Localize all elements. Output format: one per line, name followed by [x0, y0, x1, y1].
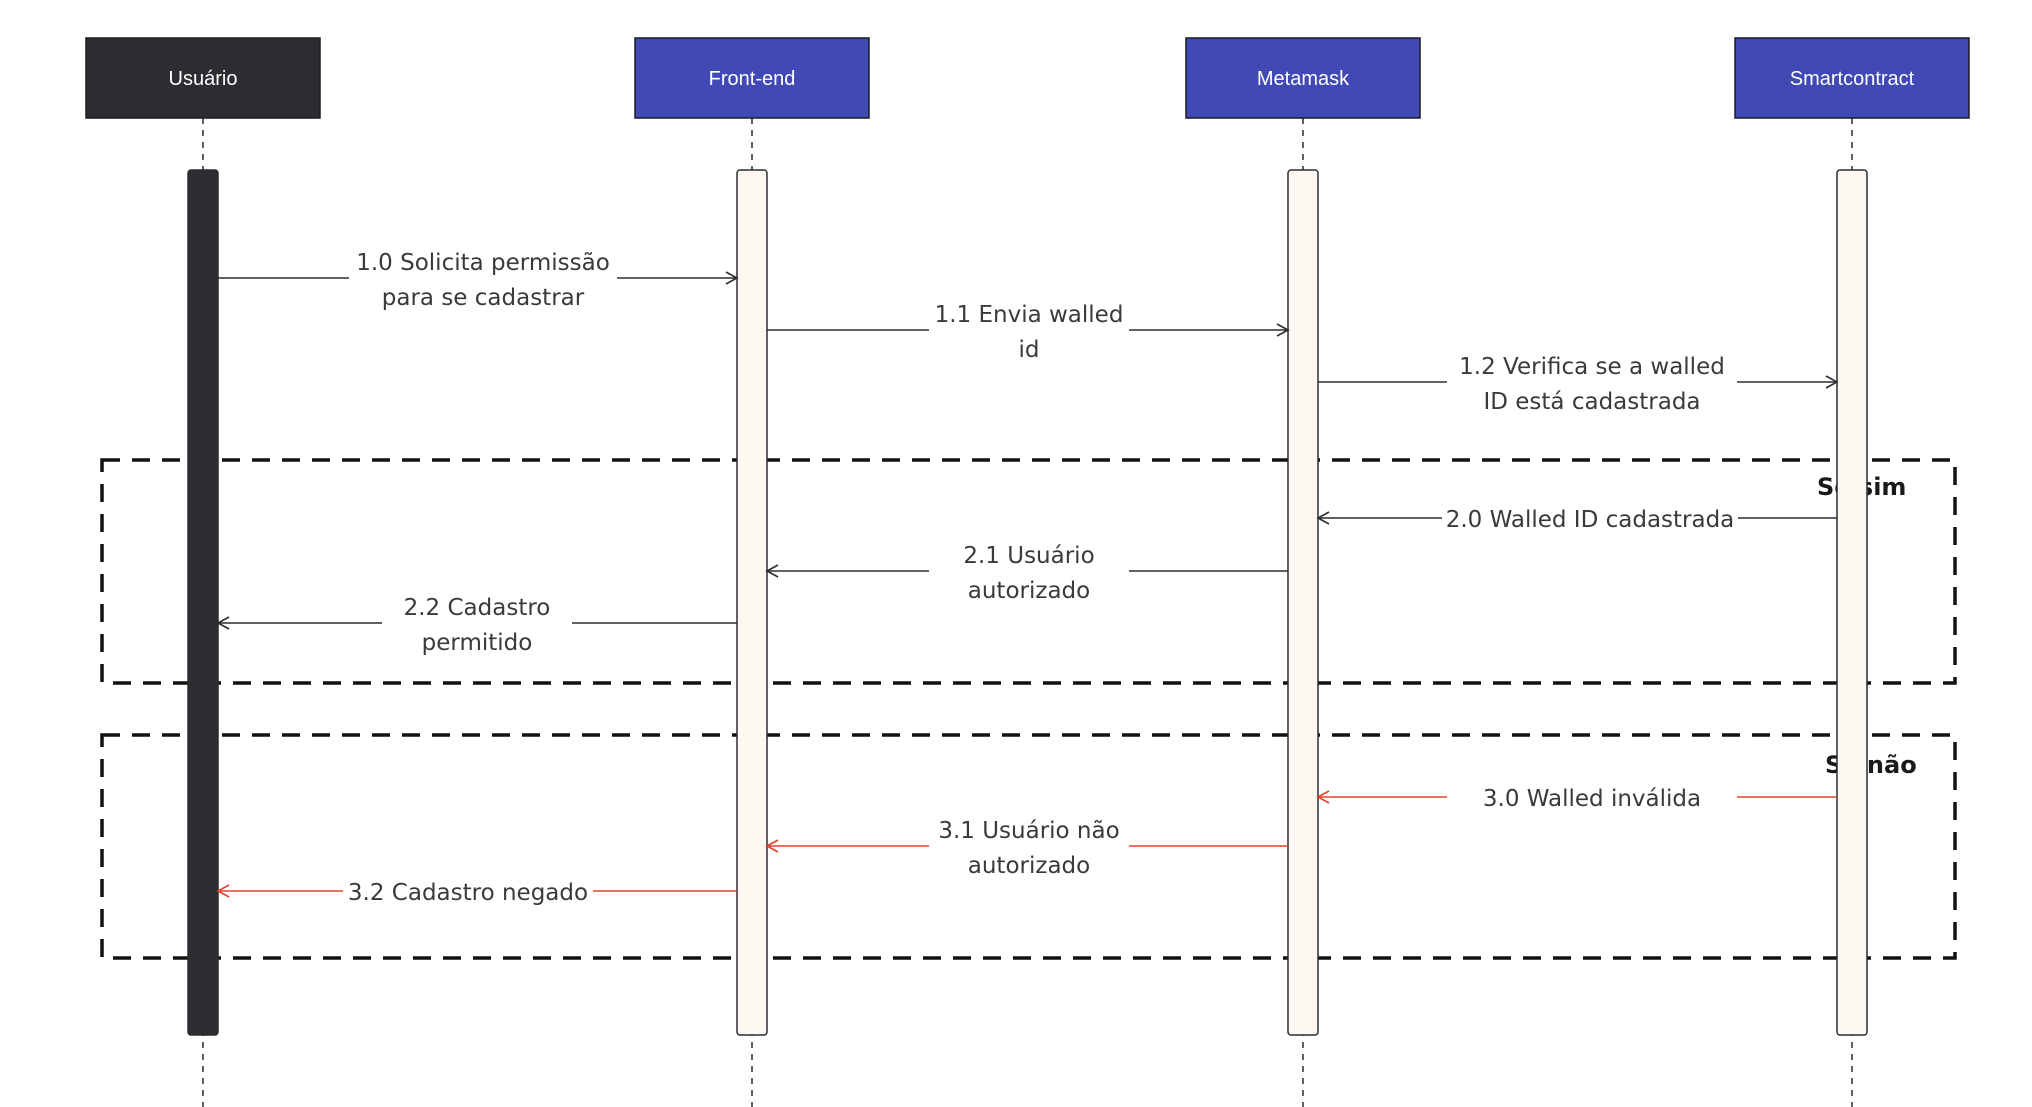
actors-layer: Usuário Front-end Metamask Smartcontract: [85, 37, 1970, 119]
message-m3-2: 3.2 Cadastro negado: [216, 880, 737, 906]
message-label-m1-0-line-1: para se cadastrar: [382, 285, 585, 311]
participant-box-metamask: [1185, 37, 1421, 119]
message-label-m2-2-line-1: permitido: [422, 630, 533, 656]
participant-smartcontract: Smartcontract: [1734, 37, 1970, 119]
message-label-m3-0-line-0: 3.0 Walled inválida: [1483, 786, 1701, 812]
message-label-m1-1-line-0: 1.1 Envia walled: [935, 302, 1124, 328]
message-label-m3-1-line-1: autorizado: [968, 853, 1090, 879]
message-label-m1-2-line-1: ID está cadastrada: [1483, 389, 1700, 415]
message-label-m2-1-line-1: autorizado: [968, 578, 1090, 604]
lifelines-layer: [187, 118, 1868, 1107]
message-label-m1-2-line-0: 1.2 Verifica se a walled: [1459, 354, 1725, 380]
frame-se-nao: [100, 733, 1957, 960]
message-label-m1-1-line-1: id: [1019, 337, 1040, 363]
participant-label-smartcontract: Smartcontract: [1790, 68, 1915, 90]
participant-label-frontend: Front-end: [709, 68, 796, 90]
activation-bar-usuario: [187, 169, 219, 1036]
activation-bar-frontend: [736, 169, 768, 1036]
message-m1-0: 1.0 Solicita permissão para se cadastrar: [218, 250, 739, 311]
message-label-m3-1-line-0: 3.1 Usuário não: [938, 818, 1119, 844]
participant-box-smartcontract: [1734, 37, 1970, 119]
message-m2-2: 2.2 Cadastro permitido: [216, 595, 737, 656]
frame-se-sim: [100, 458, 1957, 685]
message-m1-2: 1.2 Verifica se a walled ID está cadastra…: [1318, 354, 1839, 415]
participant-label-usuario: Usuário: [169, 68, 238, 90]
activation-bar-smartcontract: [1836, 169, 1868, 1036]
message-m3-0: 3.0 Walled inválida: [1316, 786, 1837, 812]
message-m2-1: 2.1 Usuário autorizado: [765, 543, 1288, 604]
message-m3-1: 3.1 Usuário não autorizado: [765, 818, 1288, 879]
participant-metamask: Metamask: [1185, 37, 1421, 119]
message-label-m1-0-line-0: 1.0 Solicita permissão: [356, 250, 610, 276]
participant-box-usuario: [85, 37, 321, 119]
message-label-m2-2-line-0: 2.2 Cadastro: [404, 595, 551, 621]
message-m1-1: 1.1 Envia walled id: [767, 302, 1290, 363]
participant-box-frontend: [634, 37, 870, 119]
participant-frontend: Front-end: [634, 37, 870, 119]
message-m2-0: 2.0 Walled ID cadastrada: [1316, 507, 1837, 533]
message-label-m2-0-line-0: 2.0 Walled ID cadastrada: [1446, 507, 1735, 533]
participant-label-metamask: Metamask: [1257, 68, 1350, 90]
participant-usuario: Usuário: [85, 37, 321, 119]
message-label-m2-1-line-0: 2.1 Usuário: [963, 543, 1094, 569]
activation-bar-metamask: [1287, 169, 1319, 1036]
message-label-m3-2-line-0: 3.2 Cadastro negado: [348, 880, 588, 906]
